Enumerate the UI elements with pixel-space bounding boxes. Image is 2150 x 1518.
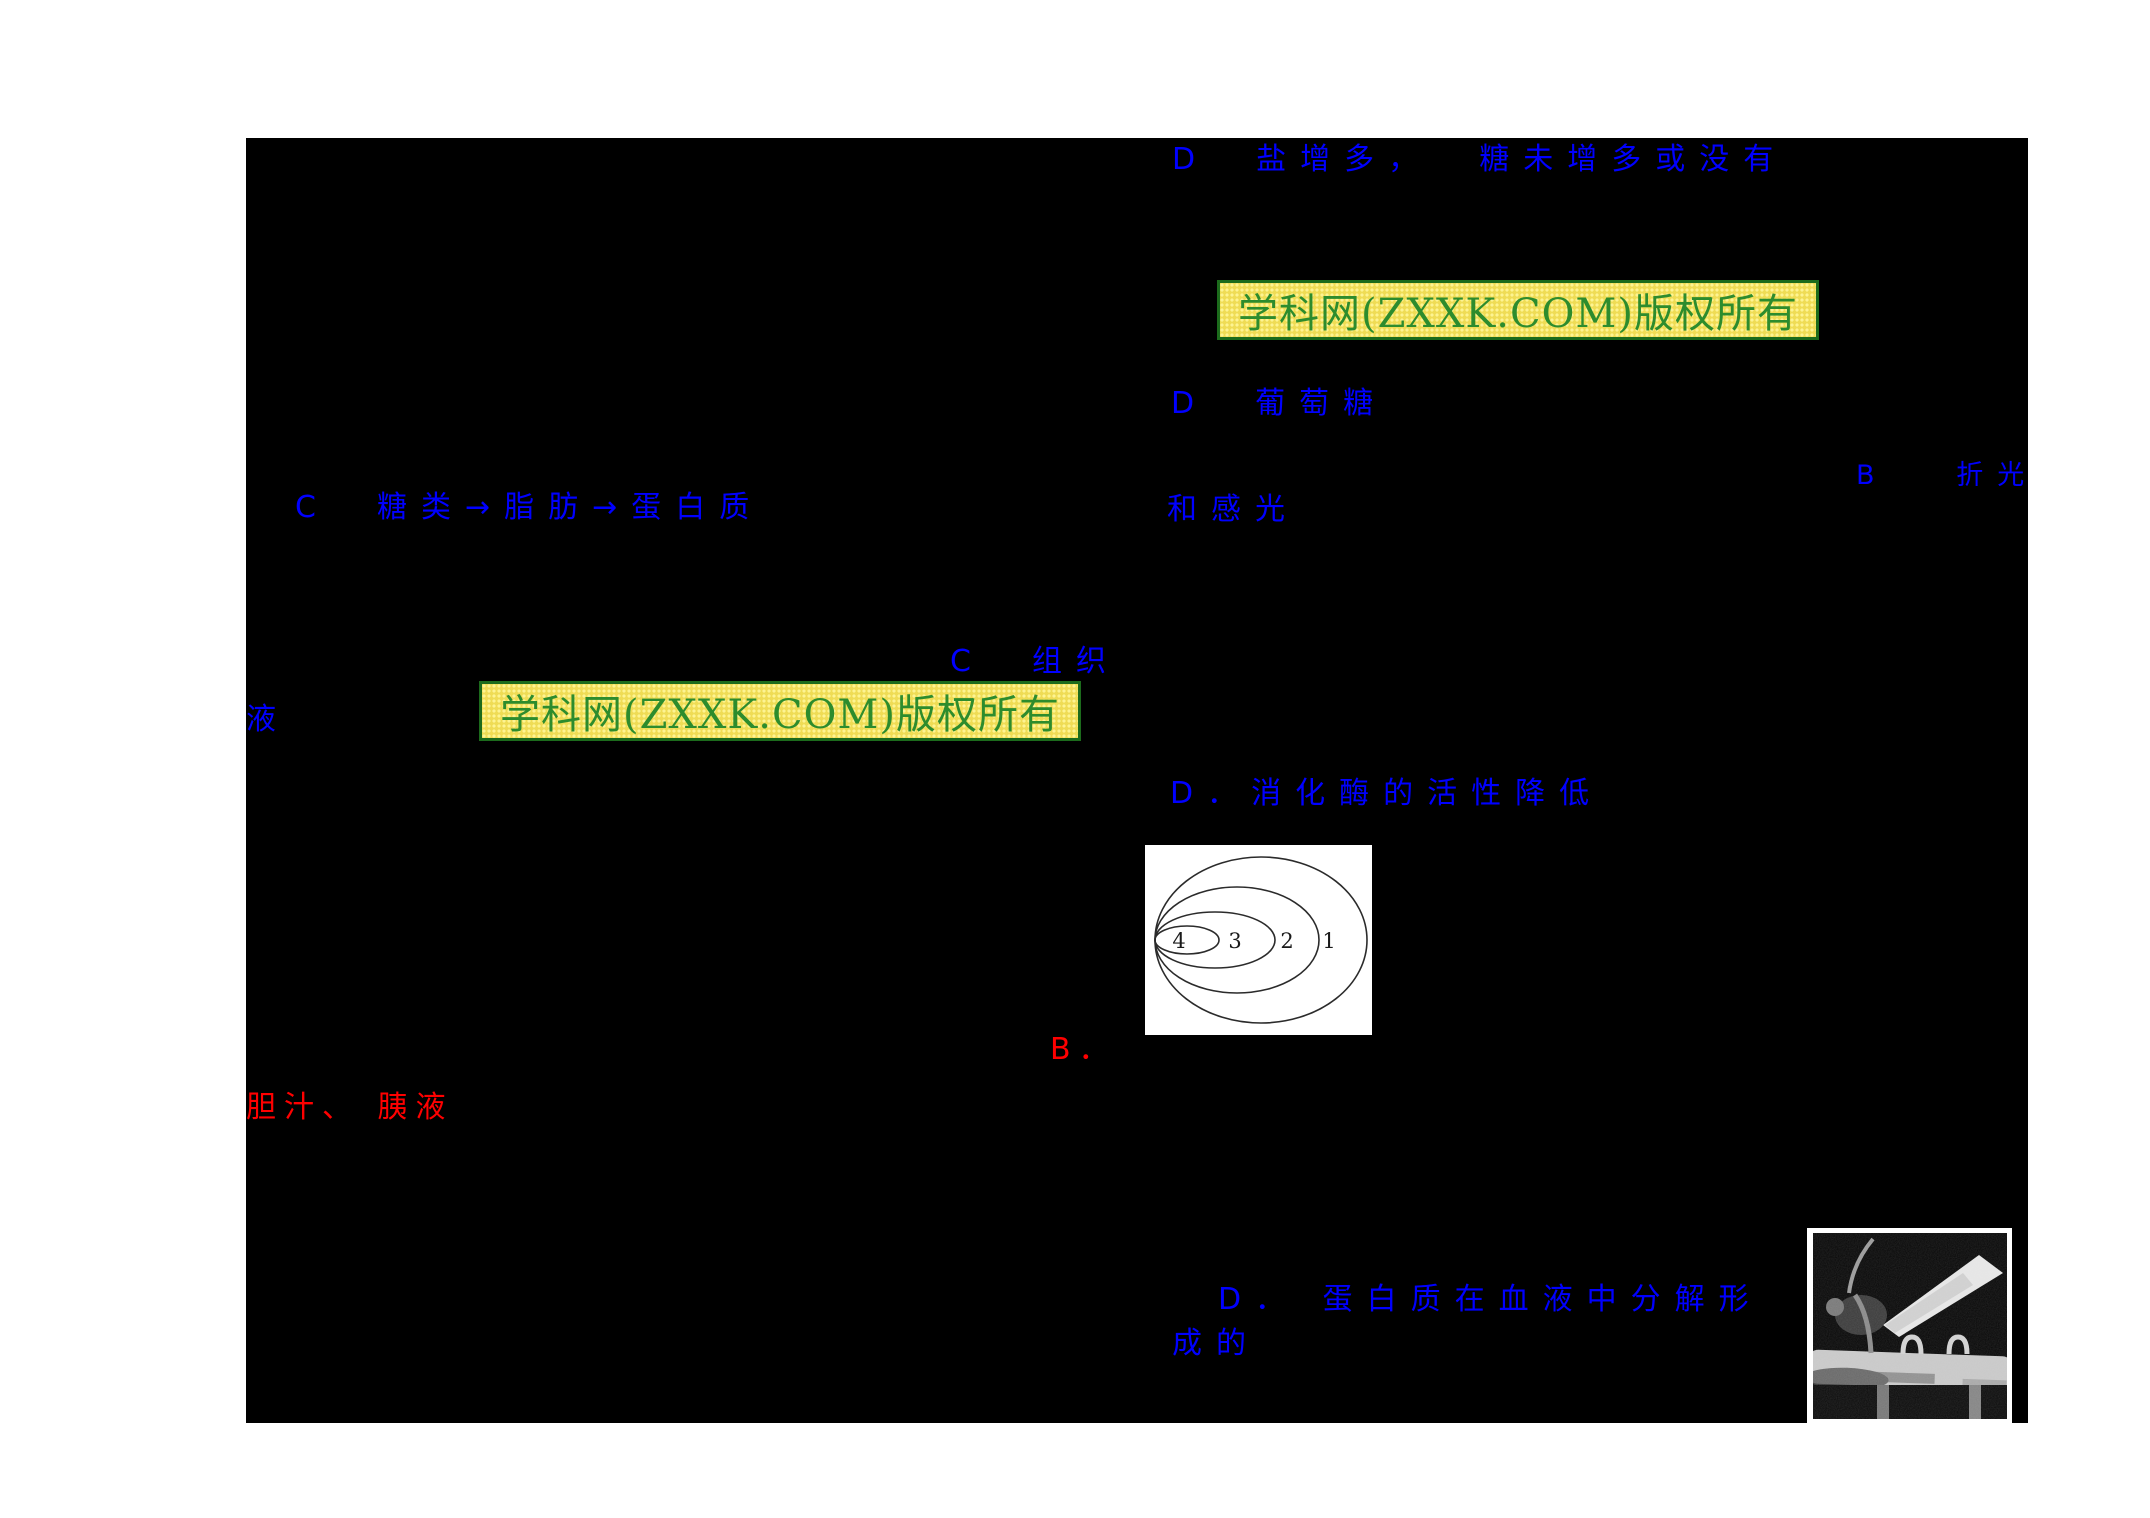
option-line-protein: D． 蛋白质在血液中分解形 (1218, 1282, 1763, 1317)
option-line-enzyme: D．消化酶的活性降低 (1170, 776, 1604, 811)
watermark-label: 学科网(ZXXK.COM)版权所有 (1238, 291, 1798, 337)
option-line-tissue: C 组织 (950, 644, 1121, 679)
scan-black-background (246, 138, 2028, 1423)
option-line-sense: 和感光 (1167, 492, 1299, 527)
ellipse-ring-4 (1154, 925, 1220, 955)
diagram-label-1: 1 (1322, 929, 1335, 953)
option-letter-b: B． (1050, 1032, 1117, 1067)
nested-ellipse-diagram: 4 3 2 1 (1145, 845, 1372, 1035)
watermark-label: 学科网(ZXXK.COM)版权所有 (500, 692, 1060, 738)
option-line-glucose: D 葡萄糖 (1171, 386, 1388, 421)
option-line-formed: 成的 (1172, 1326, 1260, 1361)
diagram-label-4: 4 (1172, 929, 1185, 953)
option-line-sugar-chain: C 糖类→脂肪→蛋白质 (295, 490, 764, 525)
photo-frame (1807, 1228, 2012, 1424)
diagram-label-2: 2 (1280, 929, 1293, 953)
gymnast-pommel-horse-photo (1813, 1233, 2007, 1419)
option-line-bile: 胆汁、 胰液 (246, 1090, 454, 1125)
watermark-banner-middle: 学科网(ZXXK.COM)版权所有 (479, 681, 1081, 741)
option-line-fluid: 液 (246, 702, 290, 737)
diagram-label-3: 3 (1228, 929, 1241, 953)
option-line-salt: D 盐增多， 糖未增多或没有 (1172, 142, 1788, 177)
watermark-banner-top: 学科网(ZXXK.COM)版权所有 (1217, 280, 1819, 340)
option-line-refract: B 折光 (1856, 460, 2039, 491)
